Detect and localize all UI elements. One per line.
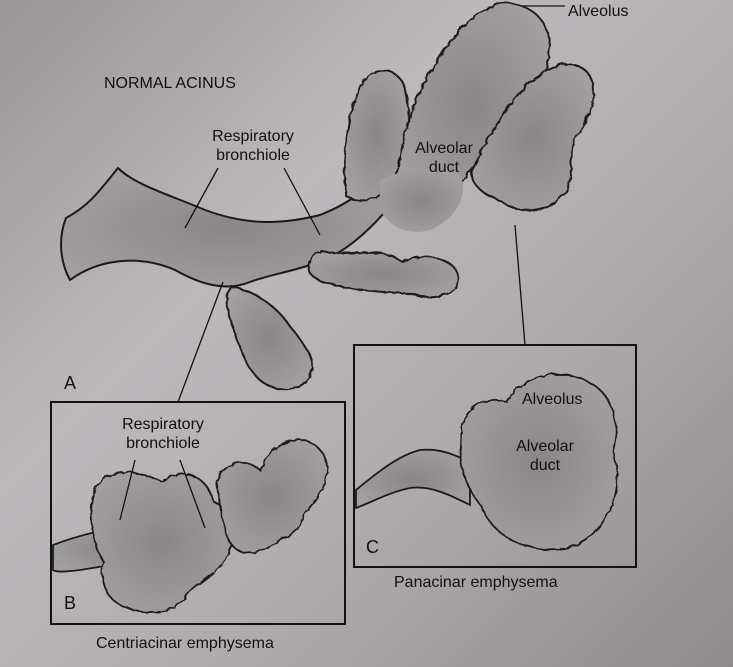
alveolar-duct-label-a: Alveolar duct	[415, 140, 473, 176]
panel-b-caption: Centriacinar emphysema	[96, 635, 274, 652]
panel-c-frame	[353, 344, 637, 568]
respiratory-bronchiole-label: Respiratory bronchiole	[212, 128, 294, 164]
panel-b-distal-branches-shape	[214, 437, 327, 553]
panel-a-letter: A	[64, 373, 77, 393]
central-duct-shape	[380, 169, 464, 232]
diagram-title: NORMAL ACINUS	[104, 75, 236, 92]
alveolus-label-c: Alveolus	[522, 391, 583, 408]
middle-lobe-shape	[305, 248, 460, 297]
panel-c-bronchiole-shape	[355, 448, 471, 510]
respiratory-bronchiole-label-b: Respiratory bronchiole	[122, 416, 204, 452]
panacinar-drawing	[355, 372, 617, 550]
centriacinar-drawing	[52, 437, 327, 612]
leader-lines-a	[177, 5, 565, 403]
panel-c-letter: C	[366, 537, 379, 557]
panel-c-caption: Panacinar emphysema	[394, 574, 558, 591]
normal-acinus-drawing	[60, 0, 594, 390]
upper-right-lobe-shape	[468, 61, 594, 210]
panel-b-letter: B	[64, 593, 77, 613]
panel-b-frame	[50, 401, 346, 625]
alveolar-duct-label-c: Alveolar duct	[516, 438, 574, 474]
alveolus-label-top: Alveolus	[568, 3, 629, 20]
panel-b-enlarged-space-shape	[88, 470, 235, 612]
upper-center-lobe-shape	[393, 0, 550, 210]
panel-c-enlarged-acinus-shape	[458, 372, 617, 550]
lower-lobe-shape	[224, 283, 312, 390]
leader-lines-b	[119, 459, 206, 529]
